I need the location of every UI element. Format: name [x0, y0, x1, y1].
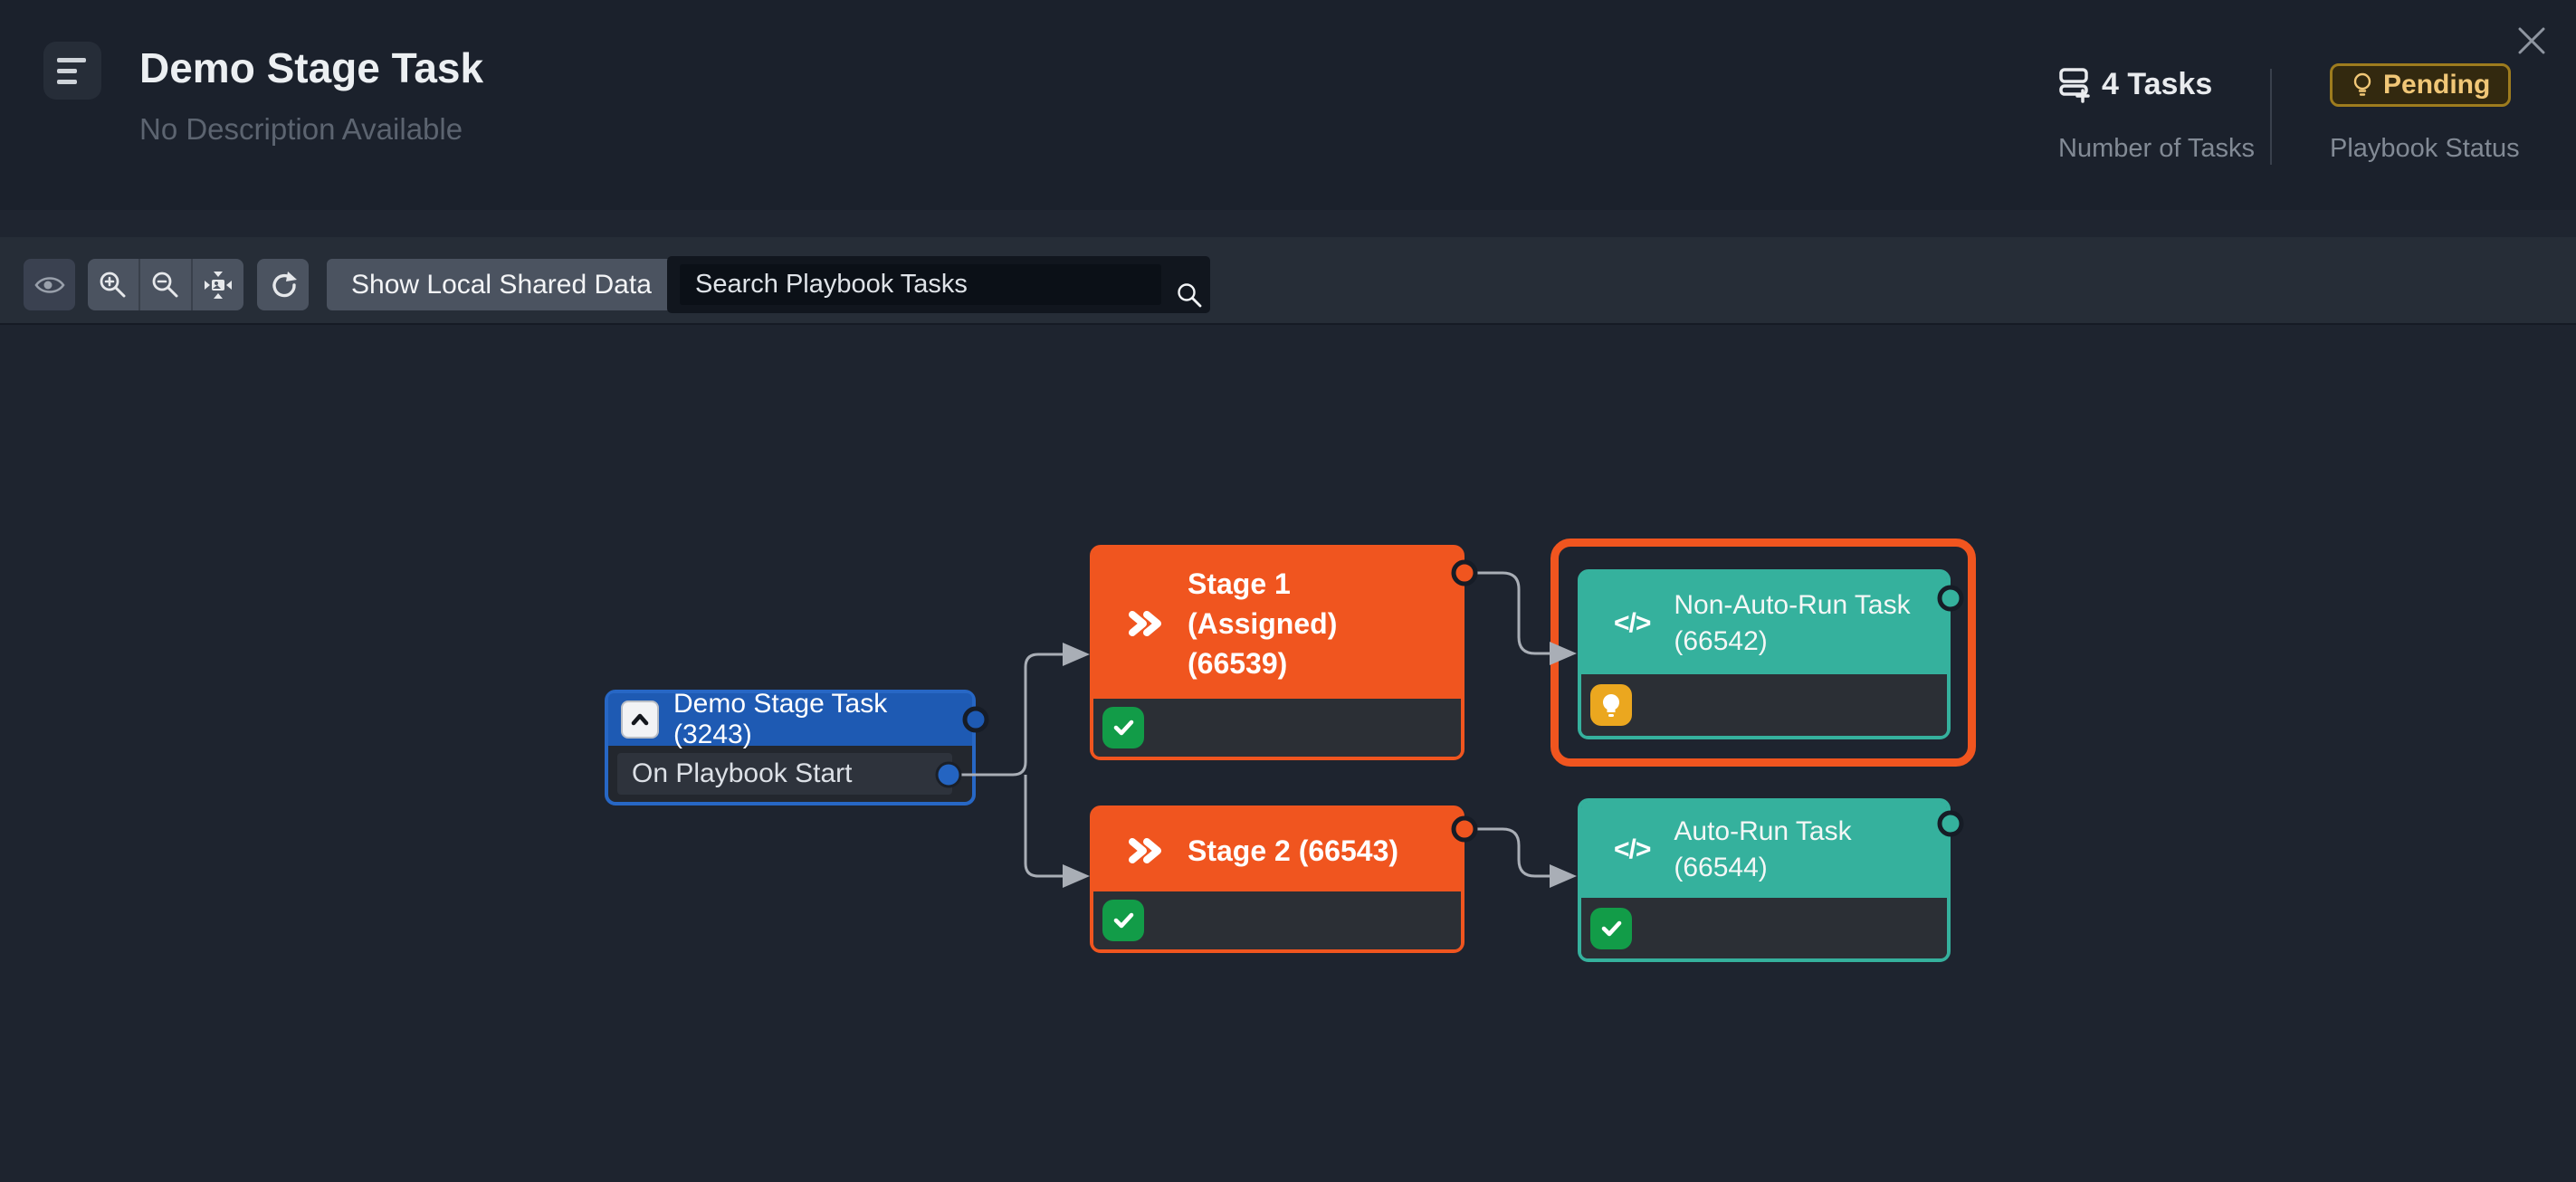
auto-run-status-bar: [1581, 898, 1947, 958]
close-button[interactable]: [2513, 22, 2551, 60]
toggle-visibility-button[interactable]: [24, 259, 75, 310]
status-label: Playbook Status: [2330, 134, 2520, 163]
auto-run-title: Auto-Run Task (66544): [1674, 816, 1852, 882]
zoom-button-group: [88, 259, 243, 310]
node-stage-2[interactable]: Stage 2 (66543): [1090, 805, 1465, 953]
non-auto-run-title: Non-Auto-Run Task (66542): [1674, 590, 1911, 656]
page-subtitle: No Description Available: [139, 112, 463, 146]
dialog-header: Demo Stage Task No Description Available…: [0, 0, 2576, 210]
header-separator-band: [0, 210, 2576, 237]
page-title: Demo Stage Task: [139, 44, 484, 91]
status-badge-text: Pending: [2383, 70, 2491, 100]
refresh-button[interactable]: [257, 259, 309, 310]
trigger-chevron-up-icon: [621, 701, 659, 739]
trigger-output-field[interactable]: On Playbook Start: [617, 753, 952, 795]
status-badge: Pending: [2330, 63, 2512, 107]
search-box: [667, 256, 1210, 313]
header-divider: [2270, 69, 2272, 165]
auto-run-header: </> Auto-Run Task (66544): [1581, 802, 1947, 898]
eye-icon: [33, 276, 65, 293]
node-auto-run-task[interactable]: </> Auto-Run Task (66544): [1578, 798, 1951, 962]
zoom-in-icon: [100, 272, 126, 297]
zoom-in-button[interactable]: [88, 259, 138, 310]
trigger-output-label: On Playbook Start: [632, 758, 853, 788]
success-status-icon: [1590, 907, 1632, 949]
tasks-count-text: 4 Tasks: [2102, 66, 2213, 101]
menu-button[interactable]: [43, 42, 101, 100]
stage1-status-bar: [1093, 699, 1461, 757]
stage2-status-bar: [1093, 891, 1461, 949]
success-status-icon: [1102, 707, 1144, 748]
refresh-icon: [272, 271, 297, 297]
trigger-output-row: On Playbook Start: [608, 746, 972, 802]
code-icon: </>: [1614, 834, 1651, 864]
zoom-out-button[interactable]: [138, 259, 191, 310]
trigger-node-header: Demo Stage Task (3243): [608, 689, 972, 749]
node-stage-1[interactable]: Stage 1 (Assigned) (66539): [1090, 545, 1465, 760]
stage1-title: Stage 1 (Assigned) (66539): [1188, 567, 1338, 680]
lightbulb-icon: [2353, 72, 2371, 96]
search-icon: [1178, 283, 1202, 308]
success-status-icon: [1102, 900, 1144, 941]
tasks-icon: [2059, 68, 2090, 103]
stage1-header: Stage 1 (Assigned) (66539): [1093, 548, 1461, 699]
close-icon: [2518, 27, 2545, 54]
trigger-node-title: Demo Stage Task (3243): [673, 689, 888, 749]
node-non-auto-run-task[interactable]: </> Non-Auto-Run Task (66542): [1578, 569, 1951, 739]
non-auto-run-status-bar: [1581, 674, 1947, 736]
search-input[interactable]: [680, 264, 1161, 305]
stage-double-chevron-icon: [1129, 837, 1161, 863]
stage-double-chevron-icon: [1129, 611, 1161, 636]
tasks-count: 4 Tasks: [2058, 65, 2212, 103]
tasks-count-label: Number of Tasks: [2058, 134, 2256, 163]
zoom-to-fit-icon: [205, 271, 232, 299]
zoom-out-icon: [152, 272, 178, 297]
stage2-header: Stage 2 (66543): [1093, 809, 1461, 891]
show-local-shared-data-button[interactable]: Show Local Shared Data: [327, 259, 676, 310]
pending-status-icon: [1590, 684, 1632, 726]
stage2-title: Stage 2 (66543): [1188, 834, 1399, 867]
align-left-icon: [57, 57, 101, 62]
code-icon: </>: [1614, 608, 1651, 638]
node-trigger-demo-stage-task[interactable]: Demo Stage Task (3243) On Playbook Start: [605, 689, 976, 805]
zoom-to-fit-button[interactable]: [191, 259, 243, 310]
non-auto-run-header: </> Non-Auto-Run Task (66542): [1581, 573, 1947, 674]
